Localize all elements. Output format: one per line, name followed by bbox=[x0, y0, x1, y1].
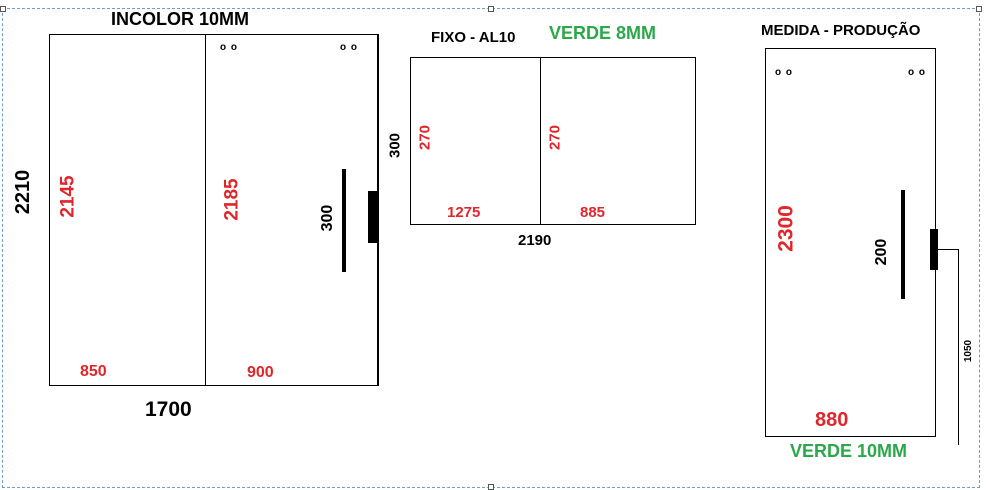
hinge-holes-right: o o bbox=[340, 42, 358, 53]
middle-glass-spec: VERDE 8MM bbox=[549, 23, 657, 43]
left-total-width: 1700 bbox=[145, 398, 192, 421]
left-leaf2-width: 900 bbox=[247, 364, 274, 381]
production-width: 880 bbox=[815, 409, 849, 431]
left-door-divider bbox=[205, 34, 206, 386]
left-panel-title: INCOLOR 10MM bbox=[111, 9, 250, 29]
dimension-line-vertical bbox=[958, 249, 959, 445]
left-leaf2-height: 2185 bbox=[221, 178, 243, 221]
resize-handle-bottom-center[interactable] bbox=[488, 484, 494, 490]
left-lock-block bbox=[368, 191, 378, 243]
fixed-part1-height: 270 bbox=[416, 124, 434, 151]
dimension-line-horizontal bbox=[938, 249, 959, 250]
fixed-panel-divider bbox=[540, 57, 541, 225]
production-height: 2300 bbox=[774, 205, 798, 252]
production-hinge-holes-left: o o bbox=[775, 67, 793, 78]
fixed-total-height: 300 bbox=[386, 132, 404, 159]
production-handle-height: 1050 bbox=[963, 339, 974, 363]
left-handle-bar bbox=[342, 169, 346, 272]
resize-handle-top-center[interactable] bbox=[488, 6, 494, 12]
fixed-part1-width: 1275 bbox=[447, 204, 481, 221]
fixed-total-width: 2190 bbox=[518, 232, 552, 249]
left-handle-length: 300 bbox=[319, 204, 336, 232]
production-handle-bar bbox=[901, 190, 905, 299]
production-glass-spec: VERDE 10MM bbox=[790, 441, 908, 461]
left-total-height: 2210 bbox=[12, 169, 34, 215]
fixed-part2-width: 885 bbox=[580, 204, 606, 221]
left-leaf1-width: 850 bbox=[80, 363, 107, 380]
hinge-holes-left: o o bbox=[220, 42, 238, 53]
production-hinge-holes-right: o o bbox=[908, 67, 926, 78]
resize-handle-top-left[interactable] bbox=[0, 6, 6, 12]
production-lock-block bbox=[930, 229, 938, 270]
fixed-panel-frame bbox=[410, 57, 696, 225]
left-door-frame bbox=[49, 34, 379, 386]
middle-panel-title: FIXO - AL10 bbox=[431, 29, 516, 46]
right-panel-title: MEDIDA - PRODUÇÃO bbox=[761, 22, 921, 39]
resize-handle-top-right[interactable] bbox=[976, 6, 982, 12]
left-leaf1-height: 2145 bbox=[57, 175, 79, 218]
production-handle-length: 200 bbox=[873, 238, 890, 266]
fixed-part2-height: 270 bbox=[546, 124, 564, 151]
